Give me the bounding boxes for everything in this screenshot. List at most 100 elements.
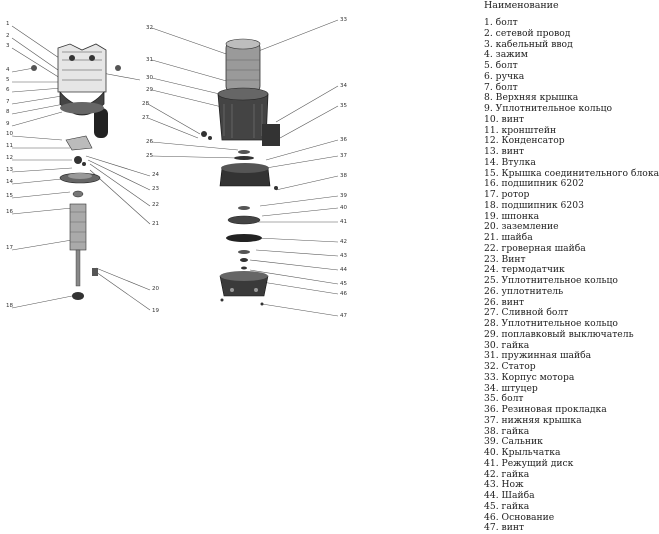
callout-number: 28 [142,101,149,107]
callout-number: 46 [340,291,347,297]
lower-cover [219,163,278,190]
callout-number: 22 [152,202,159,208]
callout-number: 41 [340,219,347,225]
callout-number: 1 [6,21,10,27]
parts-list-item: 27. Сливной болт [484,307,569,319]
parts-list-item: 39. Сальник [484,436,543,448]
bearing-6202 [72,190,84,198]
parts-list-item: 10. винт [484,113,525,125]
callout-number: 30 [146,75,153,81]
callout-number: 39 [340,193,347,199]
impeller [227,206,261,225]
parts-list-item: 20. заземление [484,221,559,233]
parts-list-item: 9. Уплотнительное кольцо [484,103,613,114]
parts-list-item: 35. болт [484,393,524,405]
parts-list-item: 16. подшипник 6202 [484,178,584,190]
parts-list-item: 2. сетевой провод [484,27,571,39]
knife-and-nut [238,250,250,270]
callout-number: 5 [6,77,10,83]
parts-list-item: 8. Верхняя крышка [484,92,579,104]
callout-number: 24 [152,172,159,178]
base [219,271,269,306]
parts-list-item: 45. гайка [484,500,530,512]
parts-list-item: 37. нижняя крышка [484,414,582,426]
parts-list-item: 13. винт [484,146,525,157]
callout-number: 27 [142,115,149,121]
callout-number: 3 [6,43,10,49]
parts-list-item: 3. кабельный ввод [484,38,573,50]
callout-number: 9 [6,121,10,127]
callout-number: 12 [6,155,13,161]
parts-list-item: 19. шпонка [484,210,540,222]
callout-number: 10 [6,131,13,137]
callout-number: 43 [340,253,347,259]
callout-number: 4 [6,67,10,73]
callout-number: 44 [340,267,347,273]
callout-number: 20 [152,286,159,292]
parts-list-item: 11. кронштейн [484,124,557,136]
callout-number: 7 [6,99,10,105]
exploded-view-diagram: 1234567891011121314151617181920212223242… [6,17,347,319]
callout-number: 37 [340,153,347,159]
callout-number: 21 [152,221,159,227]
callout-number: 31 [146,57,153,63]
callout-number: 19 [152,308,159,314]
callout-number: 42 [340,239,347,245]
callout-number: 14 [6,179,13,185]
callout-number: 29 [146,87,153,93]
motor-top-assembly [31,43,121,138]
parts-list-item: 7. болт [484,81,518,93]
junction-cover [59,172,101,184]
callout-number: 36 [340,137,347,143]
parts-list-item: 29. поплавковый выключатель [484,328,634,340]
callout-number: 18 [6,303,13,309]
parts-list-item: 34. штуцер [484,382,538,394]
callout-number: 33 [340,17,347,23]
callout-number: 38 [340,173,347,179]
callout-number: 25 [146,153,153,159]
parts-list-item: 17. ротор [484,189,530,200]
parts-list-item: 23. Винт [484,253,526,265]
parts-list-item: 33. Корпус мотора [484,371,575,383]
rotor [69,203,87,287]
callout-number: 26 [146,139,153,145]
parts-list-item: 12. Конденсатор [484,135,565,147]
callout-number: 8 [6,109,10,115]
seal-and-rings [234,150,254,160]
parts-list-item: 41. Режущий диск [484,457,574,469]
parts-list-item: 18. подшипник 6203 [484,199,584,211]
callout-number: 11 [6,143,13,149]
stator [225,38,261,93]
callout-number: 13 [6,167,13,173]
parts-list-item: 44. Шайба [484,490,535,501]
cutting-disc [226,234,262,242]
parts-list-item: 31. пружинная шайба [484,350,592,362]
callout-number: 2 [6,33,10,39]
parts-list-item: 5. болт [484,60,518,71]
parts-list-item: 28. Уплотнительное кольцо [484,318,618,329]
parts-list-item: 43. Нож [484,479,524,491]
parts-list-item: 36. Резиновая прокладка [484,404,607,415]
parts-list-item: 46. Основание [484,511,555,523]
parts-list-item: 30. гайка [484,339,530,351]
callout-number: 47 [340,313,347,319]
parts-list-item: 47. винт [484,522,525,534]
parts-list-item: 14. Втулка [484,156,536,168]
callout-number: 17 [6,245,13,251]
parts-list-item: 1. болт [484,17,518,28]
parts-list-item: 21. шайба [484,232,533,243]
parts-list-item: 42. гайка [484,468,530,480]
bracket-and-capacitor [65,135,93,166]
parts-list-item: 25. Уплотнительное кольцо [484,275,618,286]
parts-list-item: 26. винт [484,296,525,308]
callout-number: 40 [340,205,347,211]
parts-list-item: 32. Статор [484,361,536,372]
callout-number: 16 [6,209,13,215]
parts-list-item: 40. Крыльчатка [484,447,561,458]
bearing-6203 [72,292,84,300]
parts-list-item: 6. ручка [484,70,525,82]
callout-number: 35 [340,103,347,109]
parts-list-item: 15. Крышка соединительного блока [484,167,659,179]
parts-list-item: 26. уплотнитель [484,285,564,297]
